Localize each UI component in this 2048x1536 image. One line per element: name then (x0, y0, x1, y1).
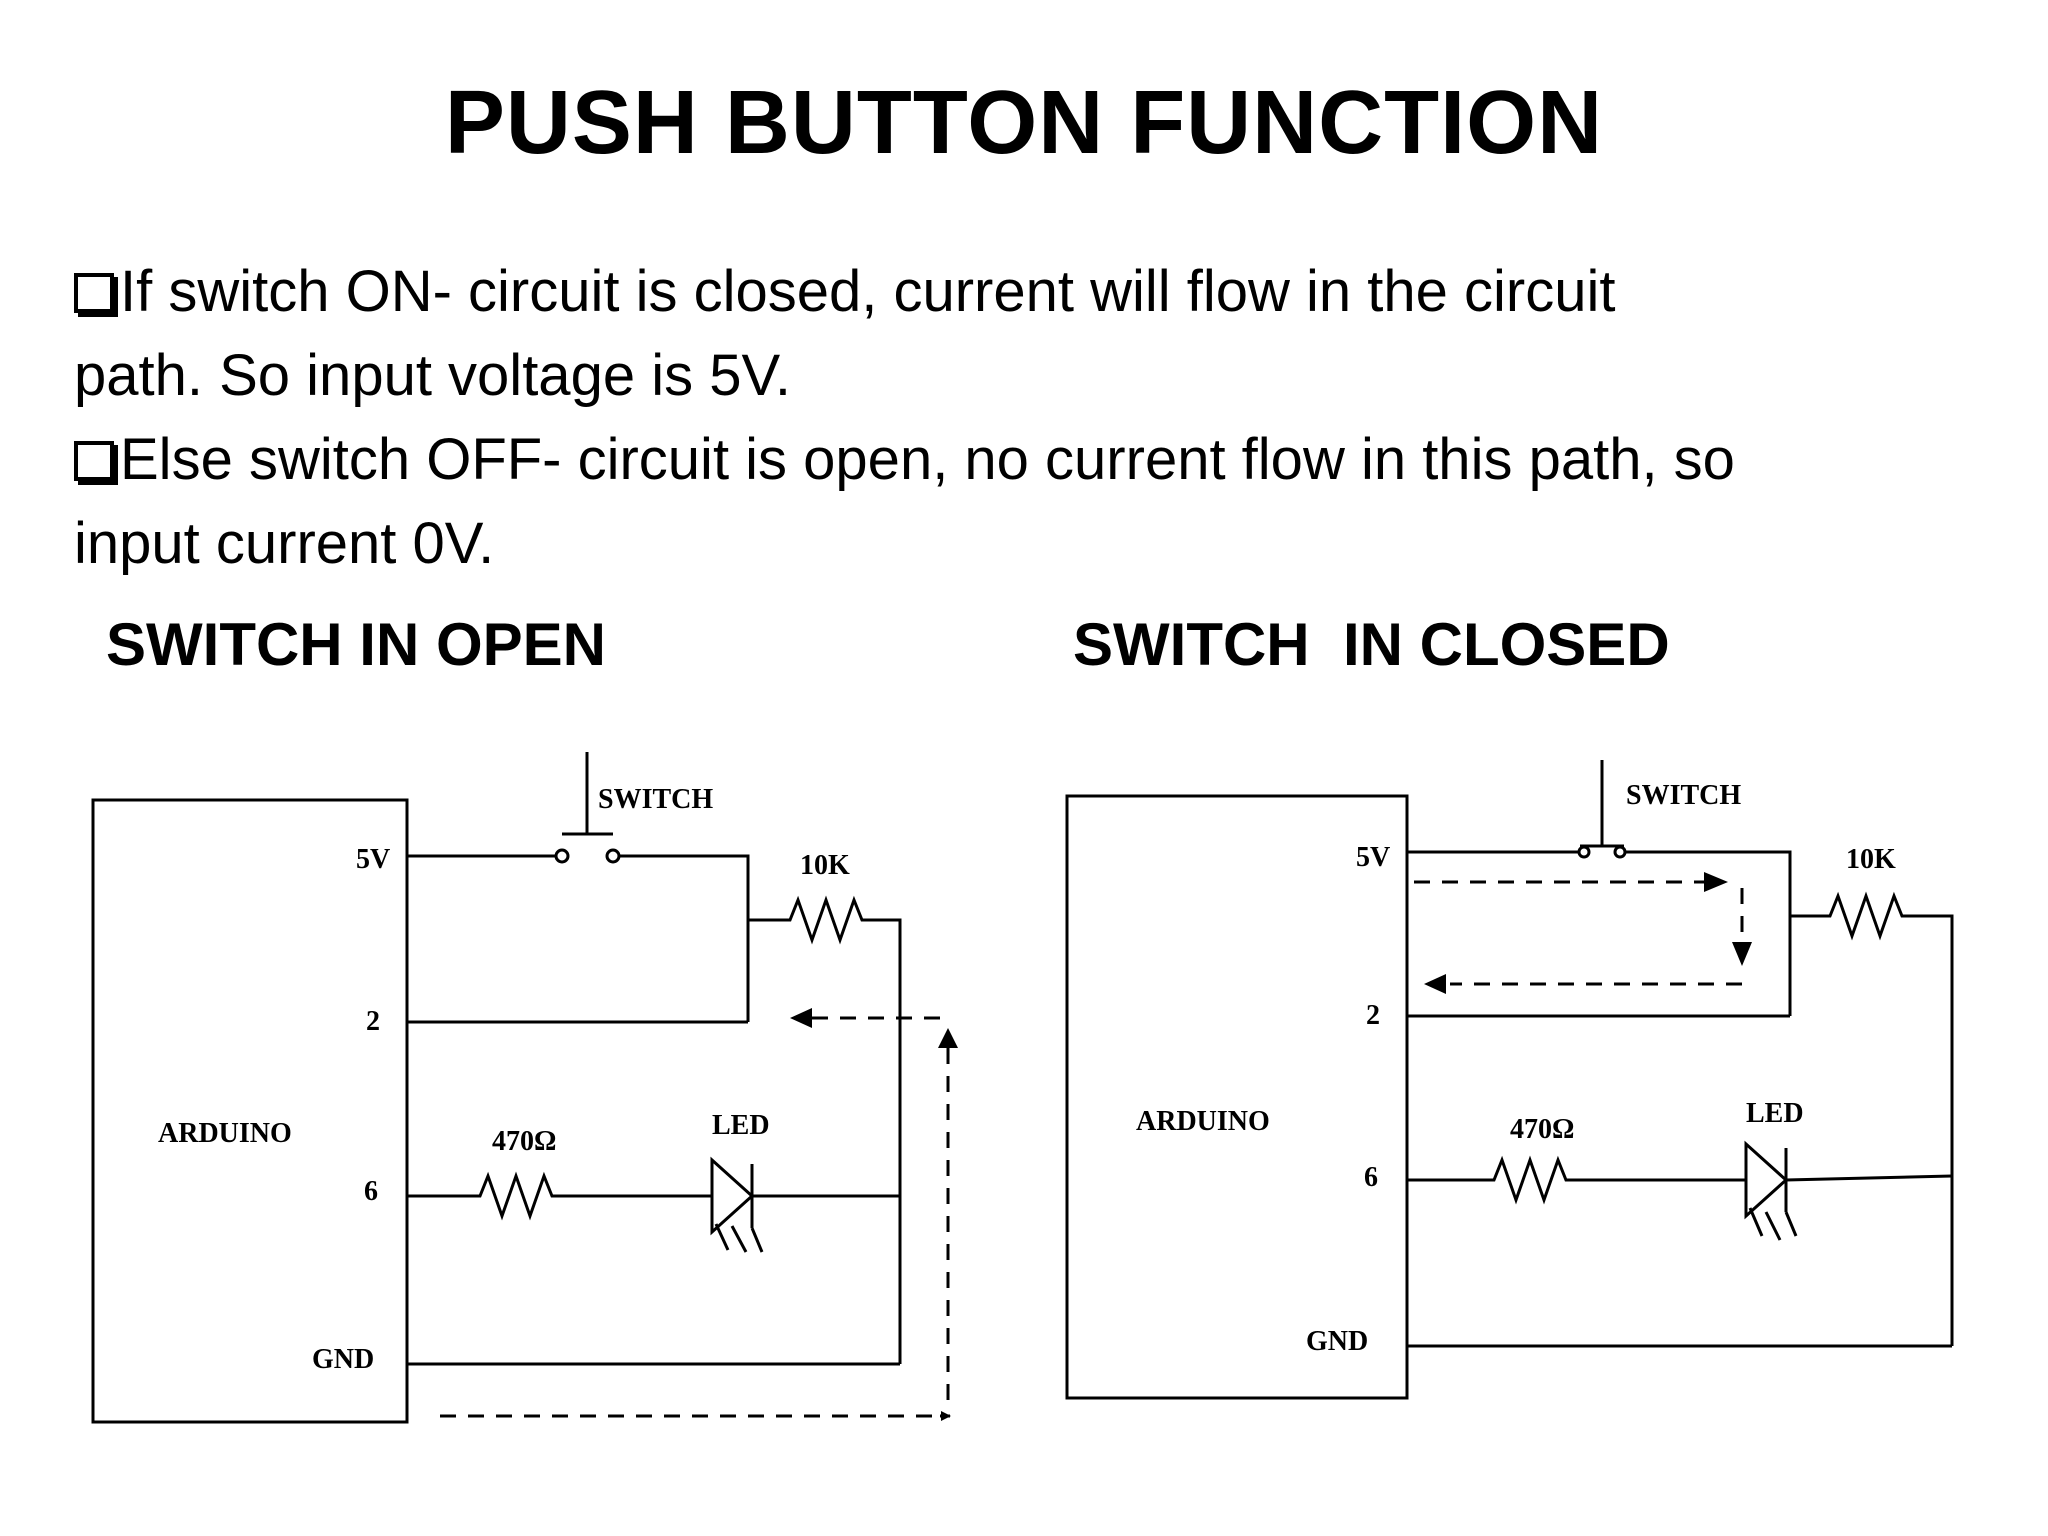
heading-switch-open: SWITCH IN OPEN (106, 611, 607, 678)
arduino-label: ARDUINO (158, 1118, 292, 1149)
bullet-list: If switch ON- circuit is closed, current… (74, 250, 1994, 586)
switch-open (407, 752, 750, 1022)
diagram-switch-open: ARDUINO 5V 2 6 GND SWITCH 10K 470Ω LED (91, 752, 958, 1424)
hollow-square-icon (74, 441, 114, 481)
switch-closed (1407, 760, 1792, 1016)
pin-5v-label: 5V (356, 844, 390, 875)
current-flow-path (440, 1008, 958, 1421)
led-label: LED (712, 1110, 770, 1141)
hollow-square-icon (74, 273, 114, 313)
arduino-board (1065, 794, 1409, 1400)
resistor-470 (1407, 1155, 1746, 1205)
bullet-item-1: If switch ON- circuit is closed, current… (74, 250, 1994, 334)
pin-6-label: 6 (1364, 1162, 1378, 1193)
bullet-1-line-2: path. So input voltage is 5V. (74, 343, 791, 408)
current-flow-path (1414, 872, 1752, 994)
pin-gnd-label: GND (1306, 1326, 1368, 1357)
resistor-470-label: 470Ω (492, 1126, 556, 1157)
pin-5v-label: 5V (1356, 842, 1390, 873)
arduino-label: ARDUINO (1136, 1106, 1270, 1137)
heading-switch-closed: SWITCH IN CLOSED (1073, 611, 1670, 678)
resistor-470-label: 470Ω (1510, 1114, 1574, 1145)
bullet-2-line-2: input current 0V. (74, 511, 495, 576)
pin-2-label: 2 (366, 1006, 380, 1037)
resistor-10k (748, 895, 902, 1364)
arduino-board (91, 798, 409, 1424)
pin-2-label: 2 (1366, 1000, 1380, 1031)
bullet-item-2: Else switch OFF- circuit is open, no cur… (74, 418, 1994, 502)
switch-label: SWITCH (598, 784, 713, 815)
led-icon (710, 1156, 900, 1253)
resistor-10k-label: 10K (1846, 844, 1896, 875)
led-icon (1744, 1140, 1953, 1241)
slide-title: PUSH BUTTON FUNCTION (444, 73, 1604, 173)
switch-label: SWITCH (1626, 780, 1741, 811)
bullet-1-line-1: If switch ON- circuit is closed, current… (120, 259, 1616, 324)
pin-gnd-label: GND (312, 1344, 374, 1375)
led-label: LED (1746, 1098, 1804, 1129)
bullet-2-line-1: Else switch OFF- circuit is open, no cur… (120, 427, 1735, 492)
diagram-switch-closed: ARDUINO 5V 2 6 GND SWITCH 10K 470Ω LED (1065, 760, 1954, 1400)
resistor-470 (407, 1171, 712, 1221)
resistor-10k (1790, 891, 1954, 1346)
resistor-10k-label: 10K (800, 850, 850, 881)
pin-6-label: 6 (364, 1176, 378, 1207)
